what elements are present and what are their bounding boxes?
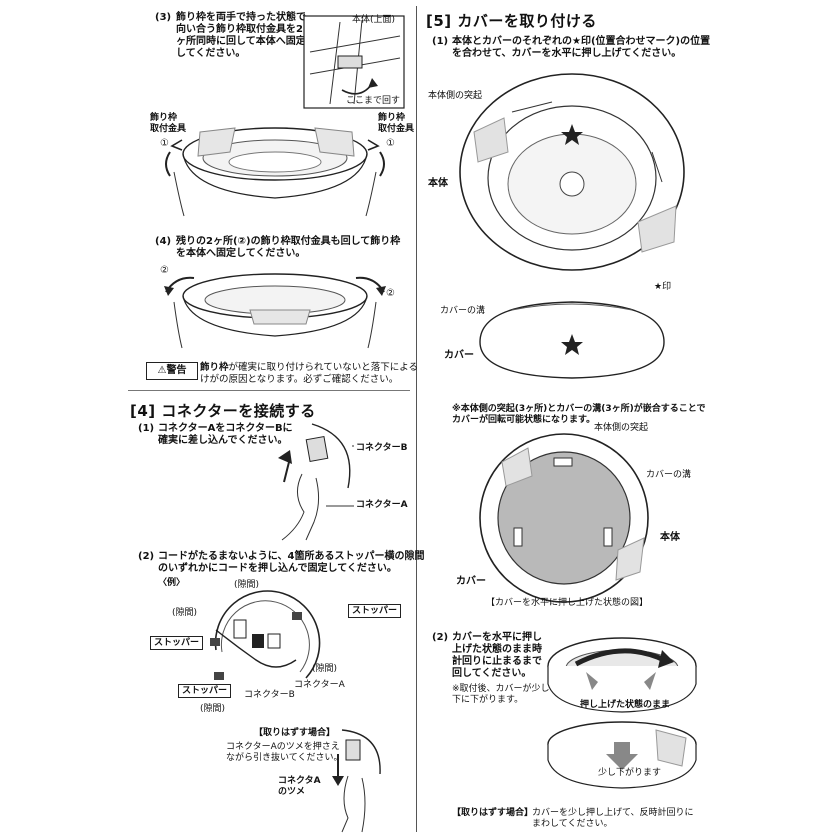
label-connector-a: コネクターA [356,500,408,510]
conn-b-small: コネクターB [244,690,295,700]
label-body: 本体 [428,178,448,189]
s5-remove-text: カバーを少し押し上げて、反時計回りに まわしてください。 [532,808,694,829]
gap-label-4: (隙間) [200,704,226,714]
s5-step1-text: 本体とカバーのそれぞれの★印(位置合わせマーク)の位置 を合わせて、カバーを水平… [452,36,711,59]
label-connector-b: コネクターB [356,443,408,453]
label-body-top: 本体(上面) [352,15,396,25]
cover-alignment-illustration [459,73,685,379]
step4-number: (4) [155,236,172,247]
s5-remove-title: 【取りはずす場合】 [452,808,534,818]
step3-number: (3) [155,12,172,23]
label-turn-here: ここまで回す [346,96,401,106]
s4-remove-text: コネクターAのツメを押さえ ながら引き抜いてください。 [226,742,343,763]
s4-step1-text: コネクターAをコネクターBに 確実に差し込んでください。 [158,423,293,446]
warning-badge: ⚠警告 [146,362,198,380]
label-star-mark: ★印 [654,282,672,292]
stopper-label-3: ストッパー [178,684,232,698]
label-lowered: 少し下がります [598,768,662,778]
bracket-detail-illustration [303,15,405,109]
label-cover: カバー [444,350,474,361]
s5-step2-note: ※取付後、カバーが少し 下に下がります。 [452,684,550,705]
fixture-hands-illustration-2 [164,273,386,349]
s4-step1-number: (1) [138,423,155,434]
column-divider [416,6,417,832]
fitting-note: ※本体側の突起(3ヶ所)とカバーの溝(3ヶ所)が嵌合することで カバーが回転可能… [452,404,706,425]
conn-a-small: コネクターA [294,680,345,690]
s5-step1-number: (1) [432,36,449,47]
label-body-2: 本体 [660,532,680,543]
s4-step2-number: (2) [138,551,155,562]
stopper-label-2: ストッパー [150,636,204,650]
warning-bold: 飾り枠 [200,362,229,373]
cover-rotate-illustration [547,637,697,713]
pushed-caption: 【カバーを水平に押し上げた状態の図】 [486,598,649,608]
section5-title: [5] カバーを取り付ける [426,12,597,30]
claw-label: コネクタA のツメ [278,776,321,797]
mark-2-left: ② [160,265,169,276]
label-cover-2: カバー [456,576,486,587]
cover-lowered-illustration [547,721,697,789]
s5-step2-number: (2) [432,632,449,643]
label-bracket-left: 飾り枠 取付金具 [150,113,187,134]
connector-remove-illustration [332,729,381,833]
gap-label-1: (隙間) [234,580,260,590]
warning-body: が確実に取り付けられていないと落下による けがの原因となります。必ずご確認くださ… [200,362,418,385]
s5-step2-text: カバーを水平に押し 上げた状態のまま時 計回りに止まるまで 回してください。 [452,632,542,679]
fixture-hands-illustration-1 [165,127,385,217]
step4-text: 残りの2ヶ所(②)の飾り枠取付金具も回して飾り枠 を本体へ固定してください。 [176,236,401,259]
label-protrusion-2: 本体側の突起 [594,423,649,433]
gap-label-3: (隙間) [312,664,338,674]
label-groove-2: カバーの溝 [646,470,692,480]
mark-2-right: ② [386,288,395,299]
step3-text: 飾り枠を両手で持った状態で、 向い合う飾り枠取付金具を2 ヶ所同時に回して本体へ… [176,12,316,59]
label-bracket-right: 飾り枠 取付金具 [378,113,415,134]
stopper-illustration [210,590,321,680]
cover-pushed-illustration [479,433,649,603]
warning-text: 飾り枠が確実に取り付けられていないと落下による けがの原因となります。必ずご確認… [200,362,418,386]
s4-remove-title: 【取りはずす場合】 [254,728,336,738]
mark-1-right: ① [386,138,395,149]
mark-1-left: ① [160,138,169,149]
label-protrusion: 本体側の突起 [428,91,483,101]
gap-label-2: (隙間) [172,608,198,618]
section-divider [128,390,410,391]
example-label: 〈例〉 [158,578,186,588]
s4-step2-text: コードがたるまないように、4箇所あるストッパー横の隙間 のいずれかにコードを押し… [158,551,425,574]
label-cover-groove: カバーの溝 [440,306,486,316]
label-pushed-state: 押し上げた状態のまま [580,700,671,710]
connector-illustration [278,423,354,541]
stopper-label-1: ストッパー [348,604,402,618]
section4-title: [4] コネクターを接続する [130,402,316,420]
